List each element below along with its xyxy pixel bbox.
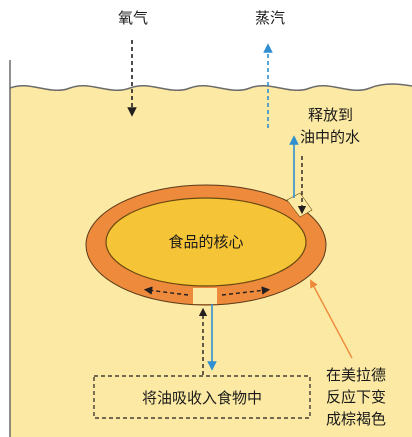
oxygen-label: 氧气	[118, 9, 148, 27]
maillard-label-line2: 反应下变	[326, 388, 386, 406]
oil-absorb-label: 将油吸收入食物中	[142, 389, 262, 407]
water-release-label-line1: 释放到	[308, 106, 353, 124]
water-release-label-line2: 油中的水	[300, 128, 360, 146]
maillard-pointer-arrow	[310, 279, 353, 359]
steam-label: 蒸汽	[255, 9, 285, 27]
maillard-label-line3: 成棕褐色	[326, 410, 386, 428]
crust-gap-bottom	[193, 288, 217, 304]
food-core	[105, 197, 307, 287]
maillard-label-line1: 在美拉德	[326, 366, 386, 384]
oil-absorb-box	[93, 375, 311, 419]
crust-flow-right-arrow	[221, 286, 271, 296]
oil-surface	[9, 83, 412, 92]
food-core-label: 食品的核心	[168, 233, 243, 251]
